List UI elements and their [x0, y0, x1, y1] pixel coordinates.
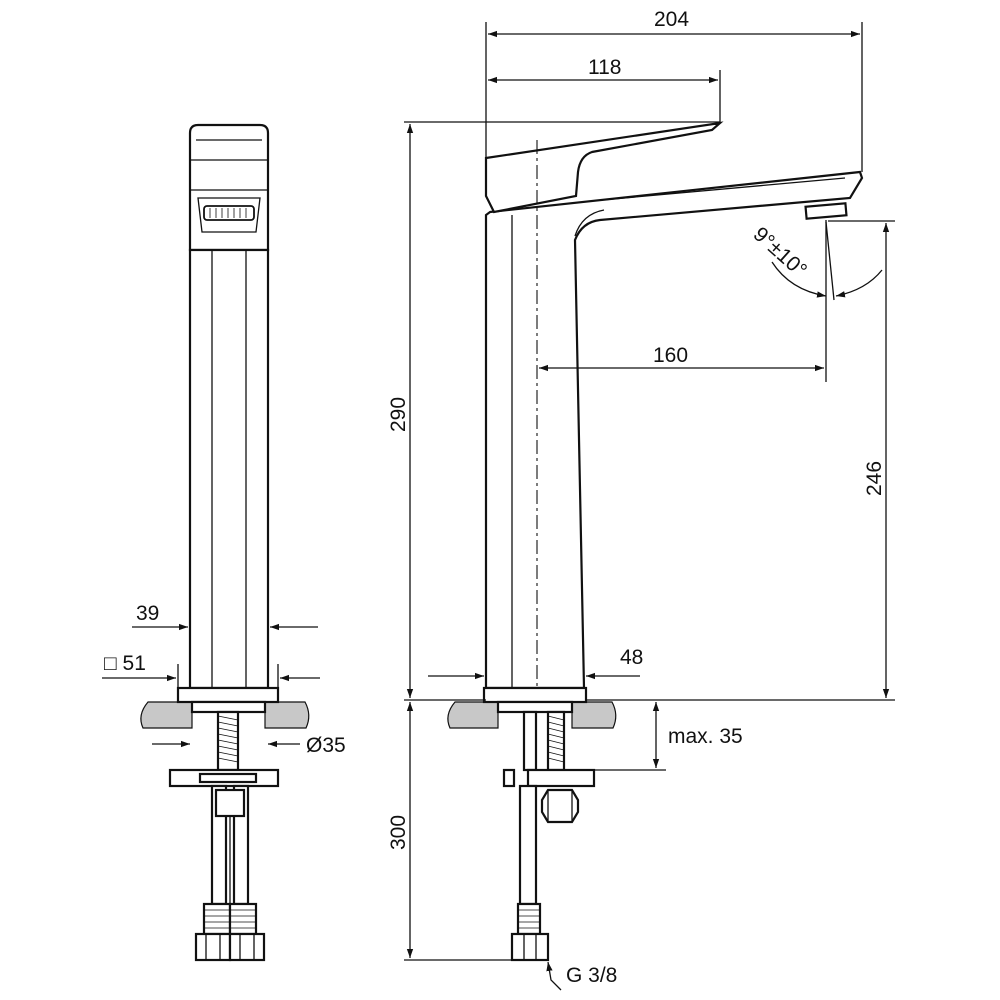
dim-204-label: 204: [654, 8, 689, 31]
countertop-right-piece-b: [571, 701, 617, 729]
dim-body-width: 39: [132, 602, 318, 688]
dim-39-label: 39: [136, 602, 159, 625]
dim-spout-angle: 9°±10°: [749, 221, 883, 301]
dim-base-diameter: 48: [428, 646, 643, 680]
dim-160-label: 160: [653, 344, 688, 367]
side-connection-nut: [510, 932, 550, 962]
dim-hose-length: 300: [387, 702, 512, 961]
side-base-plate: [482, 686, 588, 704]
countertop-left-piece-a: [140, 701, 193, 729]
dim-max-counter-thickness: max. 35: [586, 702, 743, 771]
dim-d35-label: Ø35: [306, 734, 346, 757]
front-base-plate: [176, 686, 280, 704]
front-body: [188, 248, 270, 690]
side-hose: [518, 784, 538, 906]
dim-300-label: 300: [387, 815, 410, 850]
front-connection-nuts: [194, 902, 266, 962]
dim-thread-diameter: Ø35: [152, 734, 346, 757]
dim-max35-label: max. 35: [668, 725, 743, 748]
dim-246-label: 246: [863, 461, 886, 496]
dim-118-label: 118: [588, 56, 621, 79]
dim-spout-height: 246: [586, 220, 895, 701]
side-mounting-plate: [526, 768, 596, 788]
dim-connection-thread: G 3/8: [546, 961, 617, 991]
dim-51-label: □ 51: [104, 652, 146, 675]
dim-base-square: □ 51: [102, 652, 320, 688]
front-view: 39 □ 51 Ø35: [102, 123, 346, 962]
dim-g38-label: G 3/8: [566, 964, 617, 987]
dim-handle-length: 118: [488, 56, 721, 123]
countertop-right-piece-a: [447, 701, 499, 729]
dim-290-label: 290: [387, 397, 410, 432]
side-view: 204 118 290 160 246: [387, 8, 895, 991]
aerator-icon: [203, 205, 255, 221]
side-handle: [484, 121, 724, 214]
countertop-left-piece-b: [264, 701, 310, 729]
dim-spout-reach: 160: [539, 220, 827, 382]
dim-48-label: 48: [620, 646, 643, 669]
side-spout: [484, 170, 864, 690]
front-head: [188, 123, 270, 252]
dim-overall-width: 204: [485, 8, 863, 172]
side-aerator: [804, 202, 848, 220]
dim-total-height: 290: [387, 121, 720, 701]
side-fixing-rod: [522, 710, 538, 772]
